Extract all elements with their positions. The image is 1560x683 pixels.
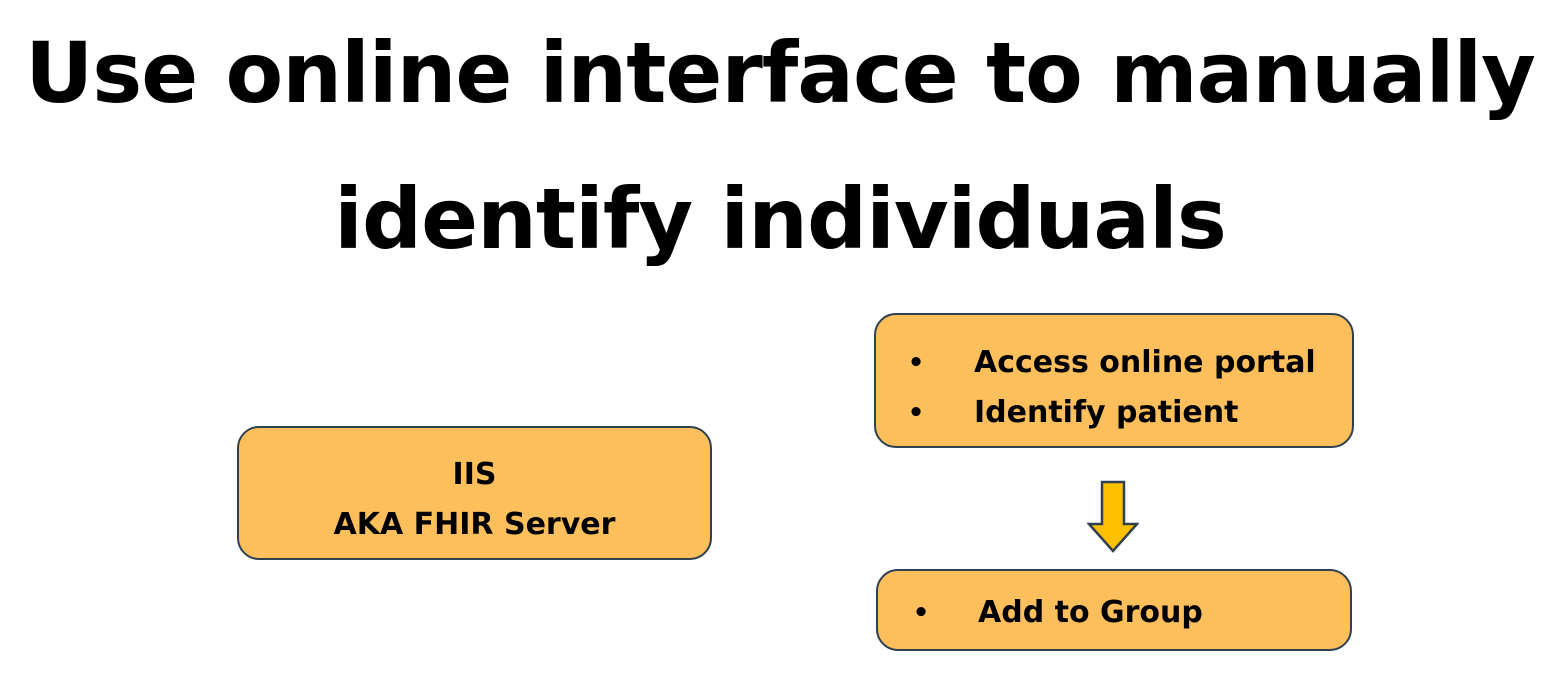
iis-server-box: IIS AKA FHIR Server (237, 426, 712, 560)
portal-steps-box: • Access online portal • Identify patien… (874, 313, 1354, 448)
step-identify-patient: Identify patient (974, 395, 1239, 430)
add-to-group-box: • Add to Group (876, 569, 1352, 651)
list-item: • Add to Group (878, 588, 1350, 638)
title-line-2: identify individuals (334, 170, 1227, 268)
step-add-to-group: Add to Group (978, 595, 1203, 630)
bullet-icon: • (907, 398, 925, 428)
fhir-server-label: AKA FHIR Server (333, 507, 616, 542)
down-arrow-icon (1087, 480, 1139, 553)
bullet-icon: • (907, 348, 925, 378)
list-item: • Access online portal (876, 338, 1352, 388)
list-item: • Identify patient (876, 388, 1352, 438)
step-access-portal: Access online portal (974, 345, 1316, 380)
title-line-1: Use online interface to manually (25, 24, 1536, 122)
slide-title: Use online interface to manually identif… (0, 0, 1560, 292)
bullet-icon: • (912, 598, 930, 628)
iis-label: IIS (452, 457, 497, 492)
